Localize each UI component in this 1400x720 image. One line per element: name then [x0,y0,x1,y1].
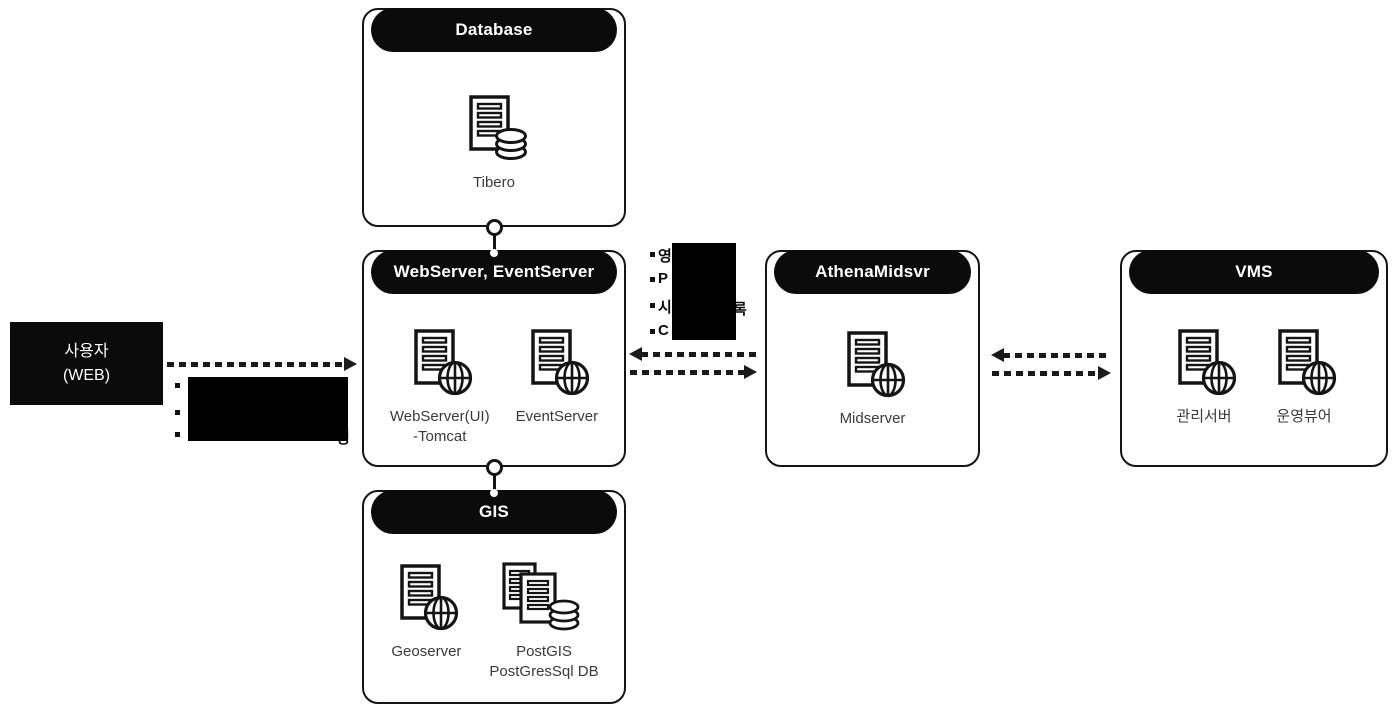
redaction-overlay [672,243,736,340]
document-database-icon [456,92,532,166]
document-globe-icon [389,561,463,635]
vms-box-body: 관리서버 [1122,296,1386,465]
bullet-dot [650,303,655,308]
webserver-box-body: WebServer(UI) -Tomcat [364,296,624,465]
bullet-dot [175,383,180,388]
dashed-arrow-user-to-web [167,362,345,367]
document-globe-icon [520,326,594,400]
user-web-node: 사용자 (WEB) [10,322,163,405]
bullet-dot [175,432,180,437]
gis-box-title: GIS [479,502,509,521]
gis-box-body: Geoserver [364,536,624,702]
athena-box-body: Midserver [767,296,978,465]
arrowhead-right-icon [744,365,757,379]
athena-box-title: AthenaMidsvr [815,262,930,281]
athena-midsvr-box: AthenaMidsvr [765,250,980,467]
service-postgis: PostGIS PostGresSql DB [489,561,599,682]
user-node-line1: 사용자 [64,343,109,361]
service-geoserver: Geoserver [389,561,463,662]
redacted-text-fragment: P [658,270,669,287]
documents-database-icon [496,561,592,635]
service-webserver-ui: WebServer(UI) -Tomcat [390,326,490,447]
arrowhead-left-icon [629,347,642,361]
document-globe-icon [1167,326,1241,400]
connector-ring-icon [486,219,503,236]
webserver-box-header: WebServer, EventServer [371,250,617,294]
gis-box-header: GIS [371,490,617,534]
arrowhead-left-icon [991,348,1004,362]
dashed-arrow-athena-to-vms [992,371,1098,376]
dashed-arrow-web-to-athena [630,370,744,375]
database-box: Database Tibero [362,8,626,227]
connector-dot-icon [490,249,498,257]
service-label: Geoserver [391,643,462,660]
connector-line-web-gis [493,467,496,493]
vms-box-title: VMS [1235,262,1273,281]
document-globe-icon [836,328,910,402]
bullet-dot [650,329,655,334]
connector-line-db-web [493,227,496,253]
redacted-text-fragment: C [658,322,669,339]
service-label: 관리서버 [1176,408,1232,425]
service-label: WebServer(UI) -Tomcat [389,408,490,445]
gis-box: GIS Geo [362,490,626,704]
bullet-dot [175,410,180,415]
connector-ring-icon [486,459,503,476]
document-globe-icon [1267,326,1341,400]
redacted-text-fragment: 영 [658,248,672,265]
vms-box: VMS 관리서 [1120,250,1388,467]
service-eventserver: EventServer [515,326,599,427]
database-box-body: Tibero [364,54,624,225]
dashed-arrow-vms-to-athena [1003,353,1111,358]
connector-dot-icon [490,489,498,497]
redacted-text-fragment: 시 [658,299,672,316]
arrowhead-right-icon [344,357,357,371]
redacted-text-fragment: 록 [733,301,747,318]
service-management-server: 관리서버 [1167,326,1241,427]
bullet-dot [650,277,655,282]
athena-box-header: AthenaMidsvr [774,250,971,294]
dashed-arrow-athena-to-web [641,352,757,357]
webserver-eventserver-box: WebServer, EventServer [362,250,626,467]
service-label: PostGIS PostGresSql DB [489,643,599,680]
service-label: Midserver [839,410,906,427]
service-operation-viewer: 운영뷰어 [1267,326,1341,427]
database-box-header: Database [371,8,617,52]
service-midserver: Midserver [836,328,910,429]
arrowhead-right-icon [1098,366,1111,380]
vms-box-header: VMS [1129,250,1379,294]
database-box-title: Database [455,20,533,39]
bullet-dot [650,252,655,257]
service-tibero: Tibero [456,92,532,193]
document-globe-icon [403,326,477,400]
service-label: EventServer [515,408,599,425]
service-label: 운영뷰어 [1276,408,1332,425]
redaction-overlay [188,377,348,441]
webserver-box-title: WebServer, EventServer [393,262,595,281]
user-node-line2: (WEB) [62,366,111,384]
service-label: Tibero [473,174,515,191]
